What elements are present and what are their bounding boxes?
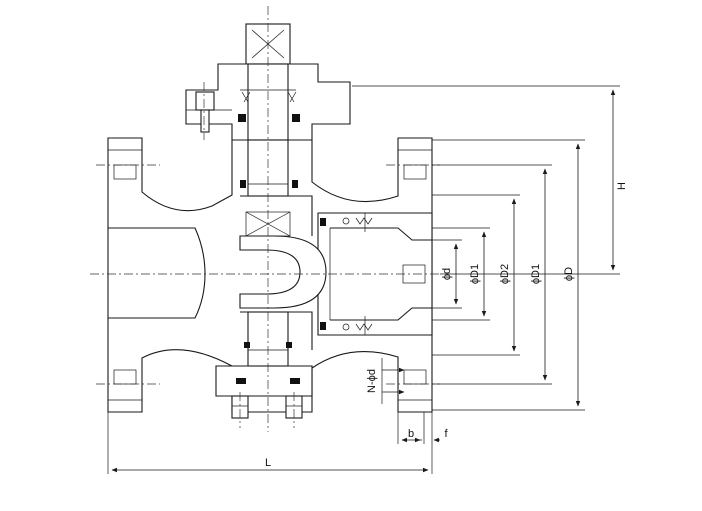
dim-label-f: f xyxy=(444,428,448,440)
dim-label-h: H xyxy=(616,182,628,190)
dimensions xyxy=(107,85,620,474)
dim-label-d-small: ϕd xyxy=(441,268,453,280)
dim-label-n-d: N-ϕd xyxy=(366,369,378,393)
dim-label-d1-inner: ϕD1 xyxy=(469,264,481,284)
dim-label-l: L xyxy=(265,457,271,469)
bottom-cover xyxy=(215,311,313,419)
dim-label-d: ϕD xyxy=(563,267,575,281)
dimension-labels: H ϕD ϕD1 ϕD2 ϕD1 ϕd N-ϕd b f L xyxy=(265,182,628,469)
dim-label-d2: ϕD2 xyxy=(499,264,511,284)
dim-label-b: b xyxy=(408,428,414,440)
center-lines xyxy=(90,6,440,432)
dim-label-d1-outer: ϕD1 xyxy=(530,264,542,284)
